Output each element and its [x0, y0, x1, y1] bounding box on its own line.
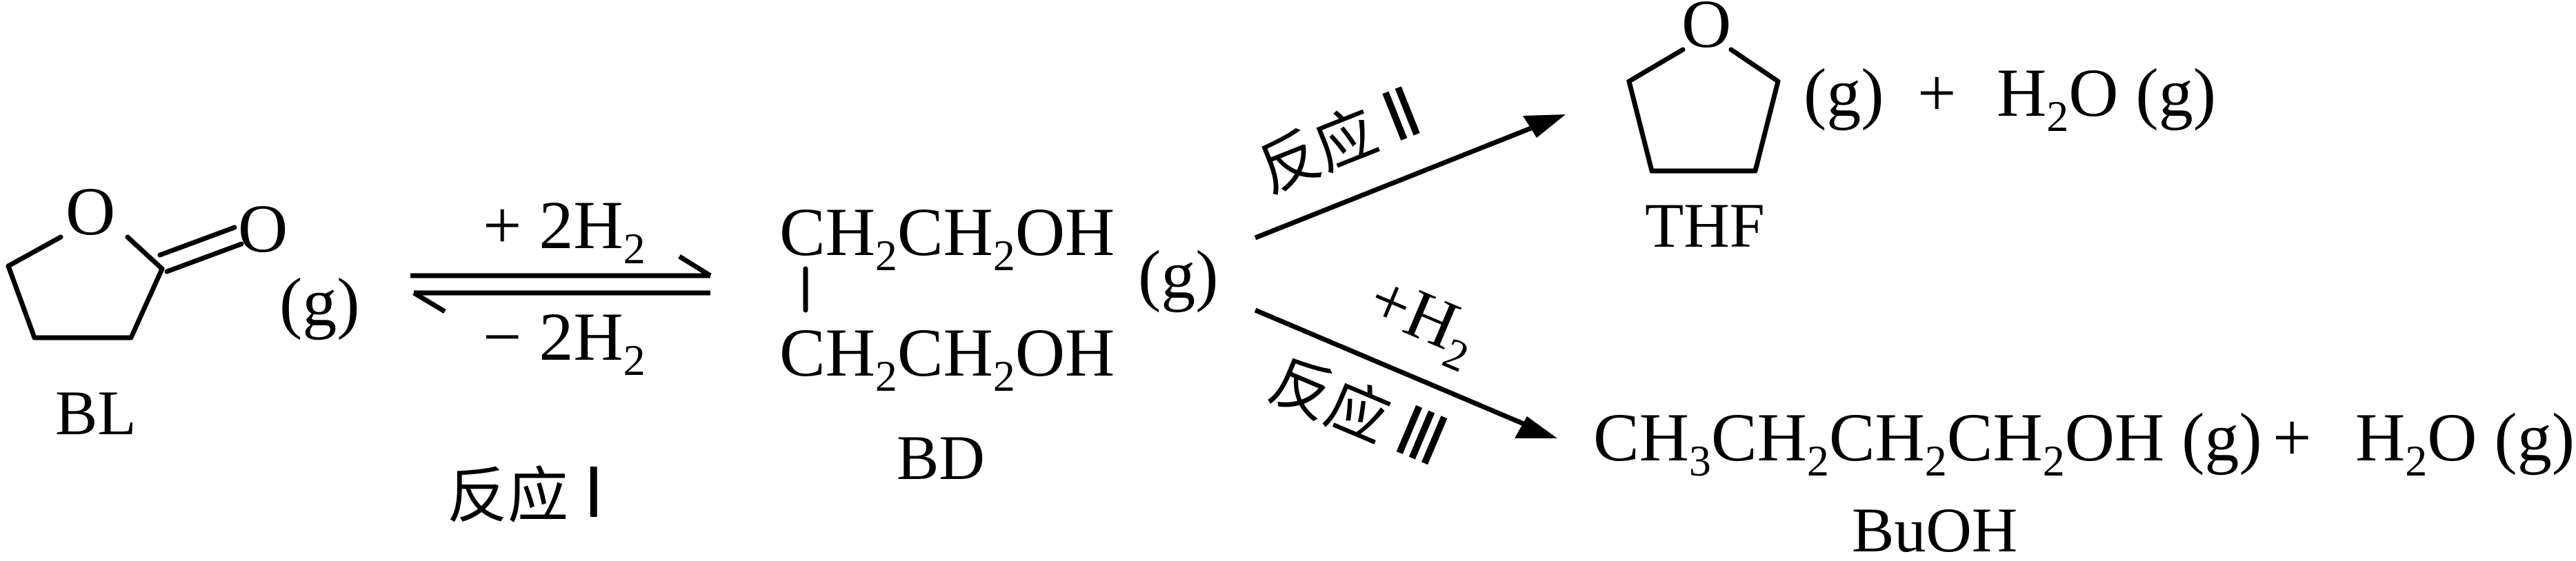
bl-state: (g)	[279, 264, 360, 340]
step3-name: 反应Ⅲ	[1259, 340, 1457, 481]
buoh-formula-subscript: 2	[1807, 436, 1829, 485]
equilibrium-arrow	[410, 254, 712, 314]
buoh-water-text: O (g)	[2427, 399, 2575, 476]
thf-water-text: H	[1997, 54, 2046, 131]
buoh-water-subscript: 2	[2405, 436, 2427, 485]
thf-structure: O (g) + H2O (g) THF	[1626, 0, 2216, 261]
bd-row1-subscript: 2	[993, 231, 1015, 280]
buoh-formula-text: OH (g)	[2065, 399, 2262, 476]
bd-state: (g)	[1138, 236, 1219, 313]
buoh-formula-subscript: 2	[2043, 436, 2065, 485]
thf-water-subscript: 2	[2046, 92, 2068, 141]
thf-state: (g)	[1804, 54, 1884, 131]
buoh-formula-text: CH	[1947, 399, 2043, 476]
step2-name: 反应Ⅱ	[1246, 74, 1432, 207]
buoh-formula-subscript: 3	[1689, 436, 1711, 485]
bl-carbonyl-bond-2	[164, 241, 244, 274]
buoh-plus: +	[2273, 399, 2311, 476]
thf-label: THF	[1645, 190, 1765, 261]
buoh-structure: CH3CH2CH2CH2OH (g) + H2O (g) BuOH	[1593, 399, 2575, 561]
step3-arrow-head	[1515, 416, 1557, 438]
bd-row2-text: CH	[779, 314, 875, 391]
step1-bottom-reagent: − 2H2	[483, 298, 646, 385]
reverse-arrow-head	[412, 290, 446, 314]
forward-arrow-head	[678, 254, 712, 278]
step2-arrow	[1254, 114, 1566, 241]
bd-structure: CH2CH2OH CH2CH2OH (g) BD	[779, 194, 1219, 493]
thf-water-text: O (g)	[2068, 54, 2216, 131]
buoh-formula-text: CH	[1829, 399, 1925, 476]
bd-row2-text: CH	[897, 314, 993, 391]
buoh-label: BuOH	[1852, 495, 2017, 561]
bd-label: BD	[897, 422, 985, 493]
bl-ring-oxygen: O	[66, 173, 115, 249]
bd-row1-text: CH	[779, 194, 875, 270]
buoh-water-text: H	[2355, 399, 2405, 476]
bd-row2-subscript: 2	[993, 351, 1015, 400]
step3-arrow-line	[1254, 307, 1546, 436]
buoh-formula: CH3CH2CH2CH2OH (g)	[1593, 399, 2262, 485]
thf-oxygen: O	[1681, 0, 1731, 62]
bd-row2-subscript: 2	[875, 351, 897, 400]
bl-carbonyl-oxygen: O	[238, 190, 288, 267]
bd-row2: CH2CH2OH	[779, 314, 1115, 400]
buoh-formula-text: CH	[1711, 399, 1807, 476]
step1-top-reagent: + 2H2	[483, 187, 646, 273]
buoh-formula-subscript: 2	[1925, 436, 1947, 485]
thf-ring-bonds	[1626, 47, 1781, 174]
bl-label: BL	[55, 378, 137, 448]
bd-row1-text: OH	[1015, 194, 1115, 270]
bd-row1: CH2CH2OH	[779, 194, 1115, 280]
buoh-water: H2O (g)	[2355, 399, 2575, 485]
buoh-formula-text: CH	[1593, 399, 1689, 476]
step3-arrow	[1254, 307, 1557, 438]
step2-arrow-head	[1523, 114, 1566, 138]
bd-row1-subscript: 2	[875, 231, 897, 280]
thf-plus: +	[1917, 54, 1956, 131]
step2-arrow-line	[1254, 116, 1557, 241]
bl-carbonyl-bond-1	[157, 225, 237, 258]
bd-row2-text: OH	[1015, 314, 1115, 391]
bd-row1-text: CH	[897, 194, 993, 270]
bl-ring-bonds	[6, 234, 165, 340]
bl-structure: O O (g) BL	[6, 173, 360, 448]
thf-water: H2O (g)	[1997, 54, 2216, 141]
